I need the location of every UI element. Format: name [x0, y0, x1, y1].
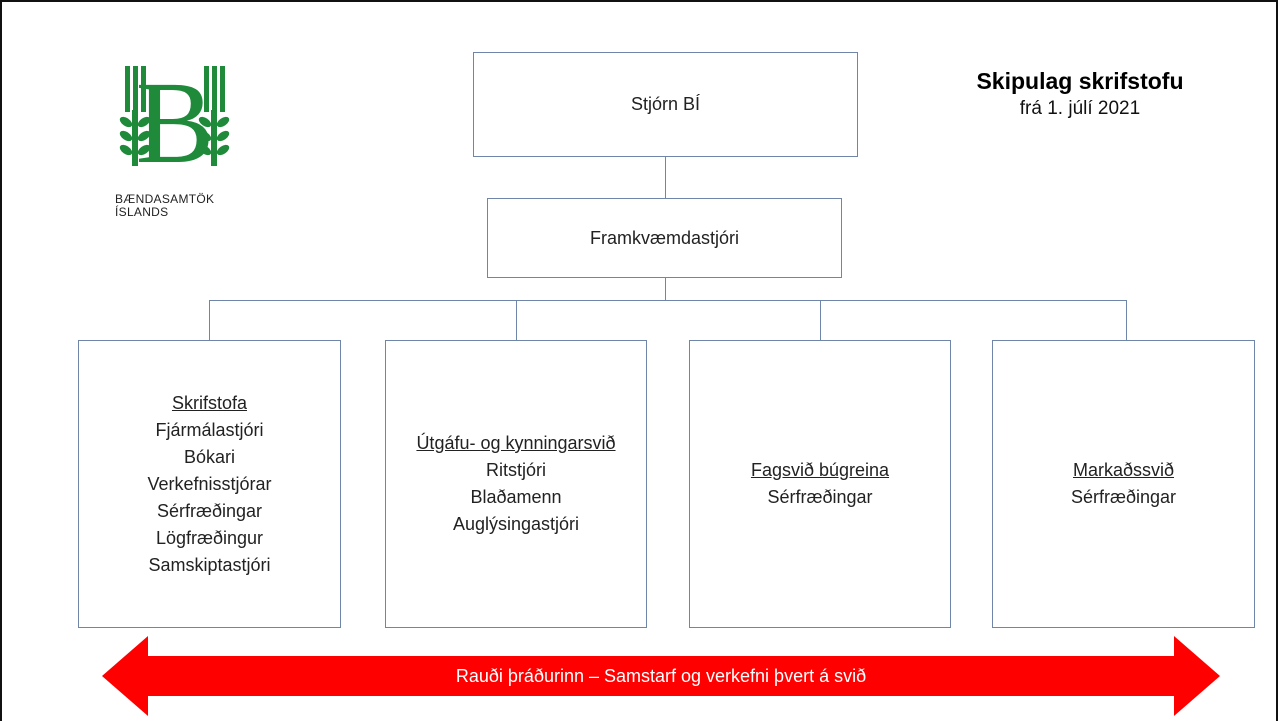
logo-org-line2: ÍSLANDS — [115, 205, 169, 219]
department-item: Samskiptastjóri — [148, 554, 271, 575]
department-head: Útgáfu- og kynningarsvið — [416, 433, 616, 453]
connector-dept-4 — [1126, 300, 1127, 341]
ceo-box: Framkvæmdastjóri — [487, 198, 842, 278]
department-item: Lögfræðingur — [155, 527, 264, 548]
department-head: Markaðssvið — [1072, 460, 1175, 480]
department-item: Ritstjóri — [485, 460, 546, 480]
page-subtitle: frá 1. júlí 2021 — [1019, 98, 1141, 119]
department-head: Skrifstofa — [171, 392, 248, 413]
connector-horizontal-bus — [209, 300, 1126, 301]
department-item: Sérfræðingar — [767, 487, 873, 507]
connector-board-ceo — [665, 156, 666, 199]
department-box-marketing: Markaðssvið Sérfræðingar — [992, 340, 1255, 628]
connector-ceo-bus — [665, 277, 666, 301]
arrow-label: Rauði þráðurinn – Samstarf og verkefni þ… — [455, 665, 867, 686]
logo-org-line1: BÆNDASAMTÖK — [115, 192, 215, 206]
department-item: Bókari — [183, 446, 236, 467]
page-title: Skipulag skrifstofu — [976, 68, 1184, 94]
svg-text:B: B — [136, 60, 215, 172]
department-box-agriculture: Fagsvið búgreina Sérfræðingar — [689, 340, 951, 628]
department-item: Sérfræðingar — [156, 500, 263, 521]
board-box: Stjórn BÍ — [473, 52, 858, 157]
title-block: Skipulag skrifstofu frá 1. júlí 2021 — [935, 66, 1225, 122]
department-item: Auglýsingastjóri — [452, 514, 580, 534]
department-item: Sérfræðingar — [1070, 487, 1177, 507]
department-item: Blaðamenn — [470, 487, 562, 507]
connector-dept-3 — [820, 300, 821, 341]
department-head: Fagsvið búgreina — [750, 460, 890, 480]
department-box-publishing: Útgáfu- og kynningarsvið Ritstjóri Blaða… — [385, 340, 647, 628]
double-arrow-icon — [102, 636, 1220, 716]
connector-dept-1 — [209, 300, 210, 341]
department-box-office: Skrifstofa Fjármálastjóri Bókari Verkefn… — [78, 340, 341, 628]
ceo-label: Framkvæmdastjóri — [589, 227, 740, 248]
department-item: Fjármálastjóri — [155, 419, 264, 440]
wheat-b-logo-icon: B — [119, 57, 230, 188]
board-label: Stjórn BÍ — [630, 94, 701, 114]
connector-dept-2 — [516, 300, 517, 341]
logo-org-name: BÆNDASAMTÖK ÍSLANDS — [115, 193, 214, 219]
department-item: Verkefnisstjórar — [147, 473, 272, 494]
logo: B BÆNDASAMTÖK ÍSLANDS — [115, 57, 245, 230]
